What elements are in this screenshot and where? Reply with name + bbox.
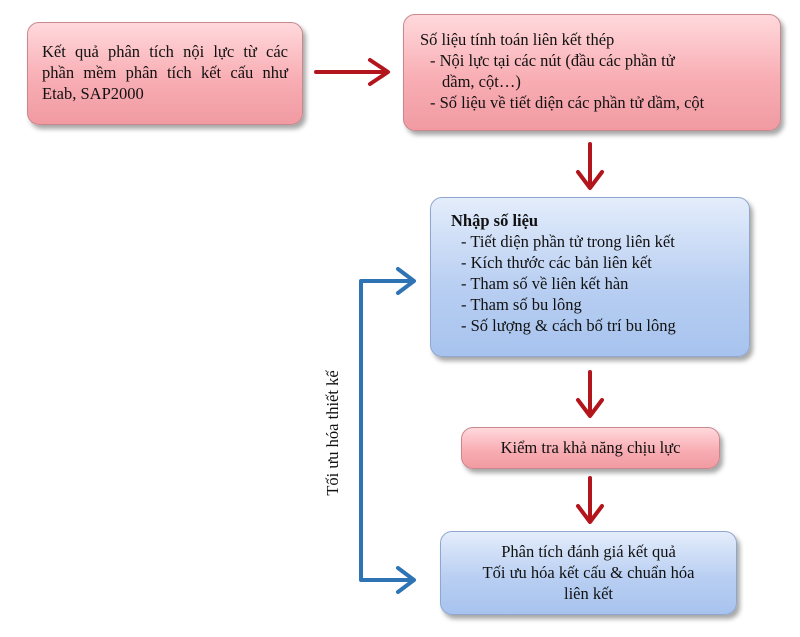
calc-box-item: - Nội lực tại các nút (đầu các phần tử [430, 51, 675, 70]
input-box-title: Nhập số liệu [451, 211, 539, 230]
arrow-check-to-analysis [576, 476, 604, 524]
steel-connection-data-box: Số liệu tính toán liên kết thép - Nội lự… [403, 14, 781, 131]
capacity-check-text: Kiểm tra khả năng chịu lực [500, 438, 681, 457]
calc-box-title: Số liệu tính toán liên kết thép [420, 30, 615, 49]
input-box-item: - Số lượng & cách bố trí bu lông [461, 316, 676, 335]
analysis-results-box: Kết quả phân tích nội lực từ các phần mề… [27, 22, 303, 125]
arrow-results-to-calc [314, 58, 390, 86]
feedback-loop-arrow [359, 267, 416, 594]
analysis-box-line: Tối ưu hóa kết cấu & chuẩn hóa [482, 563, 695, 582]
input-box-item: - Tham số bu lông [461, 295, 582, 314]
input-box-item: - Tiết diện phần tử trong liên kết [461, 232, 675, 251]
input-box-item: - Kích thước các bản liên kết [461, 253, 652, 272]
capacity-check-box: Kiểm tra khả năng chịu lực [461, 427, 720, 469]
result-analysis-box: Phân tích đánh giá kết quả Tối ưu hóa kế… [440, 531, 737, 615]
arrow-input-to-check [576, 370, 604, 418]
calc-box-item: dầm, cột…) [442, 72, 521, 91]
arrow-calc-to-input [576, 142, 604, 190]
input-box-item: - Tham số về liên kết hàn [461, 274, 629, 293]
data-input-box: Nhập số liệu - Tiết diện phần tử trong l… [430, 197, 750, 357]
design-optimization-label: Tối ưu hóa thiết kế [323, 370, 342, 496]
calc-box-item: - Số liệu về tiết diện các phần tử dầm, … [430, 93, 705, 112]
analysis-box-line: Phân tích đánh giá kết quả [501, 542, 676, 561]
analysis-box-line: liên kết [563, 584, 614, 603]
analysis-results-text: Kết quả phân tích nội lực từ các phần mề… [42, 42, 288, 103]
